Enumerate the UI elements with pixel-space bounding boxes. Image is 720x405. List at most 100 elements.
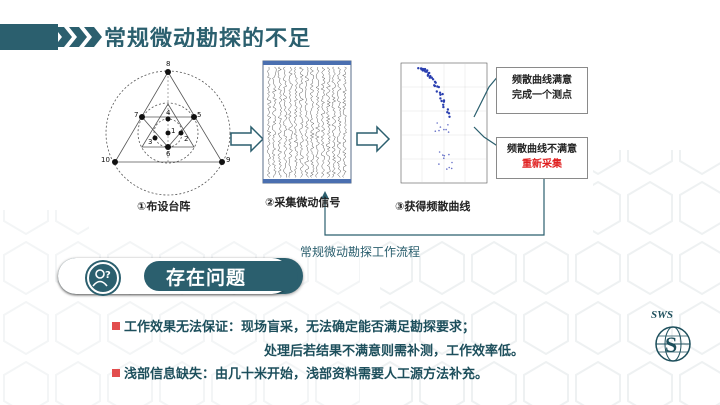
dispersion-plot bbox=[400, 62, 488, 184]
dispersion-point bbox=[426, 69, 429, 72]
dispersion-point bbox=[424, 70, 427, 73]
dispersion-point bbox=[434, 130, 437, 132]
dispersion-point bbox=[443, 128, 445, 131]
sensor-node bbox=[165, 116, 171, 122]
sensor-node bbox=[178, 130, 184, 136]
node-label: 5 bbox=[197, 111, 201, 119]
result-ok-box: 频散曲线满意 完成一个测点 bbox=[496, 67, 588, 114]
issue-item: 浅部信息缺失：由几十米开始，浅部资料需要人工源方法补充。 bbox=[112, 363, 488, 382]
chevron-arrows-icon bbox=[54, 27, 102, 47]
signal-trace bbox=[342, 66, 347, 178]
dispersion-point bbox=[443, 157, 445, 159]
dispersion-point bbox=[445, 128, 447, 131]
dispersion-point bbox=[451, 161, 453, 164]
result-bad-box: 频散曲线不满意 重新采集 bbox=[496, 137, 588, 179]
dispersion-point bbox=[433, 84, 437, 88]
signal-trace bbox=[326, 66, 331, 178]
signal-trace bbox=[272, 66, 277, 178]
sensor-node bbox=[191, 114, 197, 120]
dispersion-point bbox=[442, 154, 444, 156]
step-label-signal: ②采集微动信号 bbox=[265, 196, 341, 209]
dispersion-point bbox=[447, 131, 450, 133]
workflow-diagram: 8 9 10 7 5 6 4 2 3 1 bbox=[89, 47, 593, 238]
svg-text:?: ? bbox=[105, 270, 111, 281]
dispersion-point bbox=[423, 67, 427, 71]
result-bad-line2: 重新采集 bbox=[522, 159, 562, 170]
flow-caption: 常规微动勘探工作流程 bbox=[299, 245, 420, 259]
issue-item: 工作效果无法保证：现场盲采，无法确定能否满足勘探要求； bbox=[112, 316, 475, 335]
dispersion-point bbox=[448, 115, 451, 119]
dispersion-point bbox=[431, 78, 435, 81]
dispersion-point bbox=[435, 90, 438, 93]
node-label: 2 bbox=[184, 135, 188, 143]
dispersion-point bbox=[428, 71, 431, 75]
sensor-node bbox=[165, 144, 171, 150]
dispersion-point bbox=[438, 163, 440, 165]
step-label-dispersion: ③获得频散曲线 bbox=[395, 200, 471, 213]
step-label-array: ①布设台阵 bbox=[137, 200, 191, 213]
dispersion-point bbox=[421, 69, 425, 72]
arrow-right-icon bbox=[230, 125, 265, 153]
dispersion-point bbox=[448, 153, 450, 156]
signal-trace bbox=[293, 66, 299, 178]
node-label: 3 bbox=[148, 138, 152, 146]
dispersion-point bbox=[442, 100, 446, 103]
signal-trace bbox=[336, 66, 342, 178]
arrow-right-icon bbox=[356, 125, 391, 153]
svg-text:SWS: SWS bbox=[651, 309, 673, 321]
dispersion-point bbox=[437, 85, 440, 89]
sensor-node bbox=[139, 114, 145, 120]
dispersion-point bbox=[428, 76, 431, 79]
node-label: 8 bbox=[166, 60, 170, 68]
section-label: 存在问题 bbox=[166, 267, 247, 289]
dispersion-point bbox=[441, 92, 444, 96]
node-label: 9 bbox=[226, 156, 230, 164]
dispersion-point bbox=[436, 122, 439, 124]
array-layout: 8 9 10 7 5 6 4 2 3 1 bbox=[101, 60, 230, 196]
signal-trace bbox=[315, 66, 320, 178]
signal-trace bbox=[277, 66, 283, 178]
dispersion-point bbox=[446, 168, 448, 170]
dispersion-point bbox=[439, 97, 442, 100]
node-label: 7 bbox=[134, 111, 138, 119]
dispersion-point bbox=[438, 151, 441, 153]
node-label: 1 bbox=[171, 127, 175, 135]
seismogram-window bbox=[262, 60, 352, 184]
bullet-square-icon bbox=[112, 369, 120, 377]
dispersion-point bbox=[438, 91, 442, 94]
dispersion-point bbox=[430, 76, 433, 79]
signal-trace bbox=[282, 66, 288, 178]
signal-trace bbox=[298, 66, 304, 178]
user-question-icon: ? bbox=[87, 262, 119, 294]
dispersion-point bbox=[433, 80, 437, 83]
sensor-node bbox=[165, 69, 171, 75]
dispersion-point bbox=[443, 154, 446, 157]
sensor-node bbox=[219, 159, 225, 165]
signal-trace bbox=[304, 66, 310, 178]
signal-trace bbox=[331, 66, 337, 178]
result-ok-line2: 完成一个测点 bbox=[512, 90, 572, 101]
node-label: 6 bbox=[166, 150, 171, 158]
dispersion-point bbox=[447, 112, 451, 115]
issue-item-continued: 处理后若结果不满意则需补测，工作效率低。 bbox=[264, 344, 525, 359]
node-label: 4 bbox=[166, 109, 171, 117]
header-bar bbox=[0, 24, 58, 50]
signal-trace bbox=[320, 66, 326, 178]
dispersion-point bbox=[448, 166, 451, 169]
signal-trace bbox=[288, 66, 293, 178]
workflow-svg: 8 9 10 7 5 6 4 2 3 1 bbox=[101, 60, 545, 236]
company-logo: SWS S bbox=[645, 306, 701, 382]
dispersion-point bbox=[446, 111, 449, 114]
dispersion-point bbox=[417, 67, 420, 70]
dispersion-point bbox=[450, 167, 453, 170]
svg-text:S: S bbox=[665, 332, 677, 357]
dispersion-point bbox=[446, 108, 450, 111]
result-ok-line1: 频散曲线满意 bbox=[512, 75, 572, 86]
node-label: 10 bbox=[101, 156, 110, 164]
dispersion-point bbox=[440, 99, 443, 103]
dispersion-point bbox=[438, 129, 440, 132]
sws-logo-icon: SWS S bbox=[651, 309, 691, 362]
bullet-square-icon bbox=[112, 322, 120, 330]
dispersion-point bbox=[439, 126, 442, 128]
dispersion-point bbox=[439, 93, 442, 96]
